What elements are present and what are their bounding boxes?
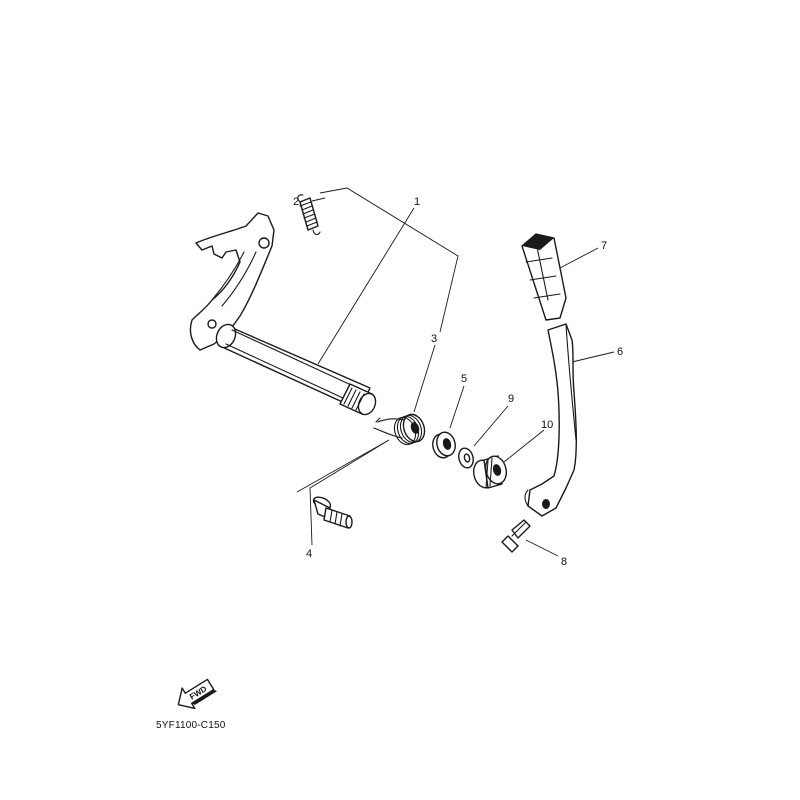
- leader-1: [317, 207, 415, 365]
- rubber-bush: [472, 455, 508, 489]
- callout-10: 10: [541, 419, 553, 431]
- leader-lines: [296, 187, 615, 557]
- shift-pedal: [524, 323, 578, 517]
- washer: [458, 447, 474, 469]
- callout-7: 7: [601, 240, 607, 252]
- leader-9: [473, 405, 509, 447]
- callout-3: 3: [431, 333, 437, 345]
- leader-7: [559, 247, 599, 269]
- callout-8: 8: [561, 556, 567, 568]
- oil-seal: [432, 431, 456, 459]
- pedal-bolt: [501, 519, 531, 553]
- callout-1: 1: [414, 196, 420, 208]
- leader-5: [449, 385, 465, 429]
- torsion-spring: [373, 413, 426, 446]
- callout-6: 6: [617, 346, 623, 358]
- arm-pin-hole: [258, 237, 270, 249]
- leader-4: [296, 439, 390, 546]
- callout-5: 5: [461, 373, 467, 385]
- callouts: 1 2 3 4 5 6 7 8 9 10: [293, 196, 623, 568]
- leader-2: [311, 197, 326, 202]
- leader-6: [571, 351, 615, 363]
- leader-bracket-1-3: [319, 187, 459, 333]
- leader-8: [525, 539, 559, 557]
- fwd-arrow-icon: FWD: [177, 678, 218, 710]
- pedal-rubber: [521, 233, 567, 321]
- return-spring: [297, 194, 321, 235]
- leader-3: [413, 344, 436, 413]
- callout-2: 2: [293, 196, 299, 208]
- shift-shaft-assembly: [189, 212, 377, 416]
- diagram-code: 5YF1100-C150: [156, 720, 226, 731]
- callout-4: 4: [306, 548, 312, 560]
- leader-10: [503, 429, 545, 463]
- shift-arm-plate: [189, 212, 275, 351]
- callout-9: 9: [508, 393, 514, 405]
- stopper-bolt: [312, 496, 353, 529]
